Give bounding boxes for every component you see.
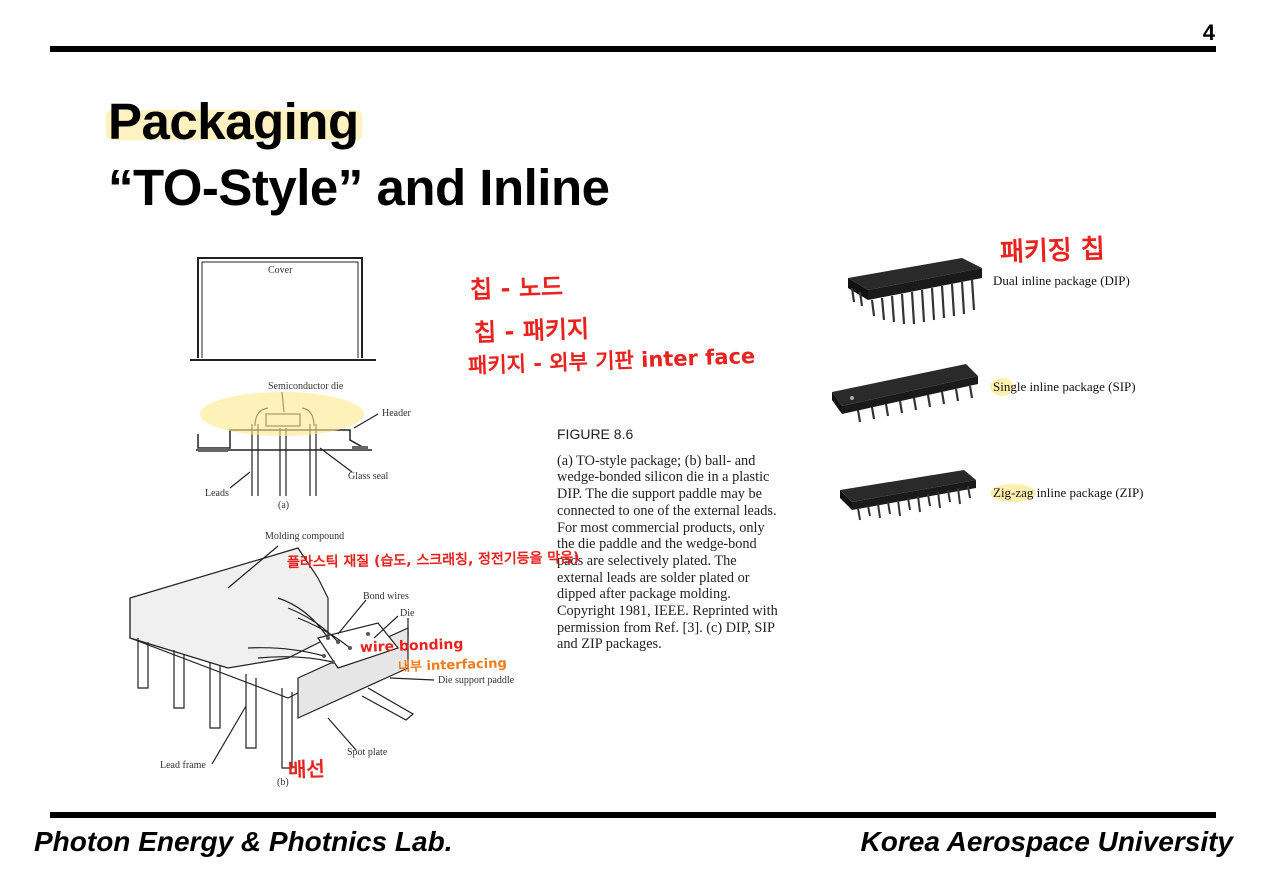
plastic-dip-cutaway-diagram [129,545,435,769]
label-molding-compound: Molding compound [265,531,345,542]
zip-highlight [990,484,1036,502]
page-number: 4 [1202,20,1215,45]
label-panel-b: (b) [277,777,289,788]
footer-rule [50,812,1216,818]
slide-title-line2: “TO-Style” and Inline [108,159,610,216]
label-sip: Single inline package (SIP) [993,379,1136,394]
caption-heading: FIGURE 8.6 [557,426,634,442]
slide-title-line1: Packaging [108,93,359,150]
label-dip: Dual inline package (DIP) [993,273,1130,288]
note-interfacing: 내부 interfacing [397,656,508,675]
header-rule [50,46,1216,52]
sip-highlight [990,378,1014,396]
label-lead-frame: Lead frame [160,760,206,771]
note-chip-node: 칩 - 노드 [469,272,564,304]
label-spot-plate: Spot plate [347,747,388,758]
note-wiring: 배선 [287,756,326,782]
label-bond-wires: Bond wires [363,591,409,602]
label-leads: Leads [205,488,229,499]
label-die-support-paddle: Die support paddle [438,675,515,686]
title-highlight [106,110,362,140]
label-cover: Cover [268,265,293,276]
figure-caption: FIGURE 8.6 (a) TO-style package; (b) bal… [557,426,783,653]
dip-package-image [848,258,982,325]
caption-body: (a) TO-style package; (b) ball- and wedg… [557,452,778,653]
zip-package-image [840,470,976,521]
note-packaging-chip: 패키징 칩 [999,234,1106,268]
to-style-package-diagram [190,257,379,496]
footer-lab: Photon Energy & Photnics Lab. [34,826,453,857]
label-panel-a: (a) [278,500,290,511]
footer-university: Korea Aerospace University [860,826,1233,857]
sip-package-image [832,364,978,423]
label-die: Die [400,608,415,619]
die-highlight [200,392,364,436]
label-zip: Zig-zag inline package (ZIP) [993,485,1144,500]
label-semiconductor-die: Semiconductor die [268,381,344,392]
note-wire-bonding: wire bonding [359,636,464,656]
note-chip-package: 칩 - 패키지 [473,314,590,347]
label-glass-seal: Glass seal [348,471,389,482]
note-plastic-material: 플라스틱 재질 (습도, 스크래칭, 정전기등을 막음) [286,549,580,571]
label-header: Header [382,408,411,419]
